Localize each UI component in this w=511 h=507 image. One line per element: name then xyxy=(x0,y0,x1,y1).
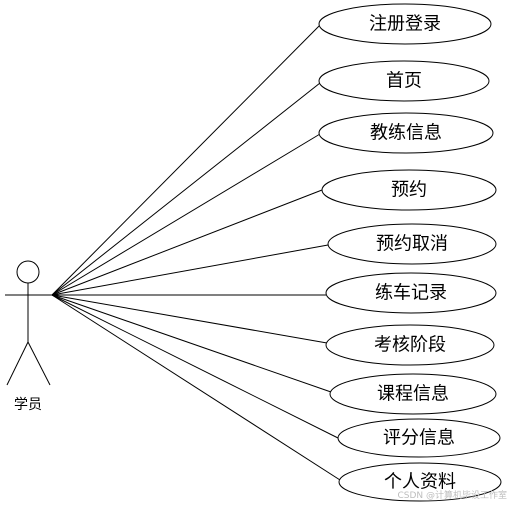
association-line-4 xyxy=(51,244,329,296)
use-case-ellipse xyxy=(321,169,497,211)
actor-label: 学员 xyxy=(14,397,42,413)
use-case-home: 首页 xyxy=(318,60,490,102)
actor-student: 学员 xyxy=(5,260,52,413)
use-case-label: 练车记录 xyxy=(375,283,447,304)
actor-right-leg xyxy=(27,341,51,386)
use-case-ellipse xyxy=(338,462,502,502)
use-case-label: 预约取消 xyxy=(376,234,448,255)
use-case-label: 预约 xyxy=(391,180,427,201)
use-case-ellipse xyxy=(318,3,492,45)
use-case-label: 个人资料 xyxy=(384,472,456,493)
association-line-0 xyxy=(51,17,328,296)
association-line-6 xyxy=(51,294,328,344)
use-case-label: 考核阶段 xyxy=(374,335,446,356)
association-line-3 xyxy=(51,189,323,296)
association-line-1 xyxy=(51,82,321,296)
association-line-9 xyxy=(51,294,341,481)
use-case-ellipse xyxy=(318,60,490,102)
actor-left-leg xyxy=(6,341,29,386)
use-case-ellipse xyxy=(318,112,494,154)
association-lines xyxy=(51,17,341,481)
use-case-ellipse xyxy=(327,223,497,265)
use-case-ellipse xyxy=(337,418,501,458)
watermark-text: CSDN @计算机毕设工作室 xyxy=(397,489,507,501)
use-case-register-login: 注册登录 xyxy=(318,3,492,45)
use-case-ellipse xyxy=(325,324,495,366)
use-case-label: 首页 xyxy=(386,71,422,92)
actor-head xyxy=(16,260,40,284)
use-case-exam-stage: 考核阶段 xyxy=(325,324,495,366)
use-case-booking-cancel: 预约取消 xyxy=(327,223,497,265)
use-case-label: 评分信息 xyxy=(383,428,455,449)
use-case-label: 注册登录 xyxy=(369,14,441,35)
use-case-label: 教练信息 xyxy=(370,123,442,144)
use-case-profile: 个人资料 xyxy=(338,462,502,502)
use-cases: 注册登录 首页 教练信息 预约 预约取消 练车记录 考核阶段 课程信息 xyxy=(318,3,502,502)
association-line-2 xyxy=(51,133,321,296)
use-case-booking: 预约 xyxy=(321,169,497,211)
use-case-course-info: 课程信息 xyxy=(329,373,497,415)
association-line-7 xyxy=(51,294,332,393)
use-case-practice-records: 练车记录 xyxy=(325,272,497,314)
use-case-coach-info: 教练信息 xyxy=(318,112,494,154)
use-case-label: 课程信息 xyxy=(377,384,449,405)
use-case-rating-info: 评分信息 xyxy=(337,418,501,458)
use-case-ellipse xyxy=(325,272,497,314)
use-case-ellipse xyxy=(329,373,497,415)
association-line-8 xyxy=(51,294,339,439)
